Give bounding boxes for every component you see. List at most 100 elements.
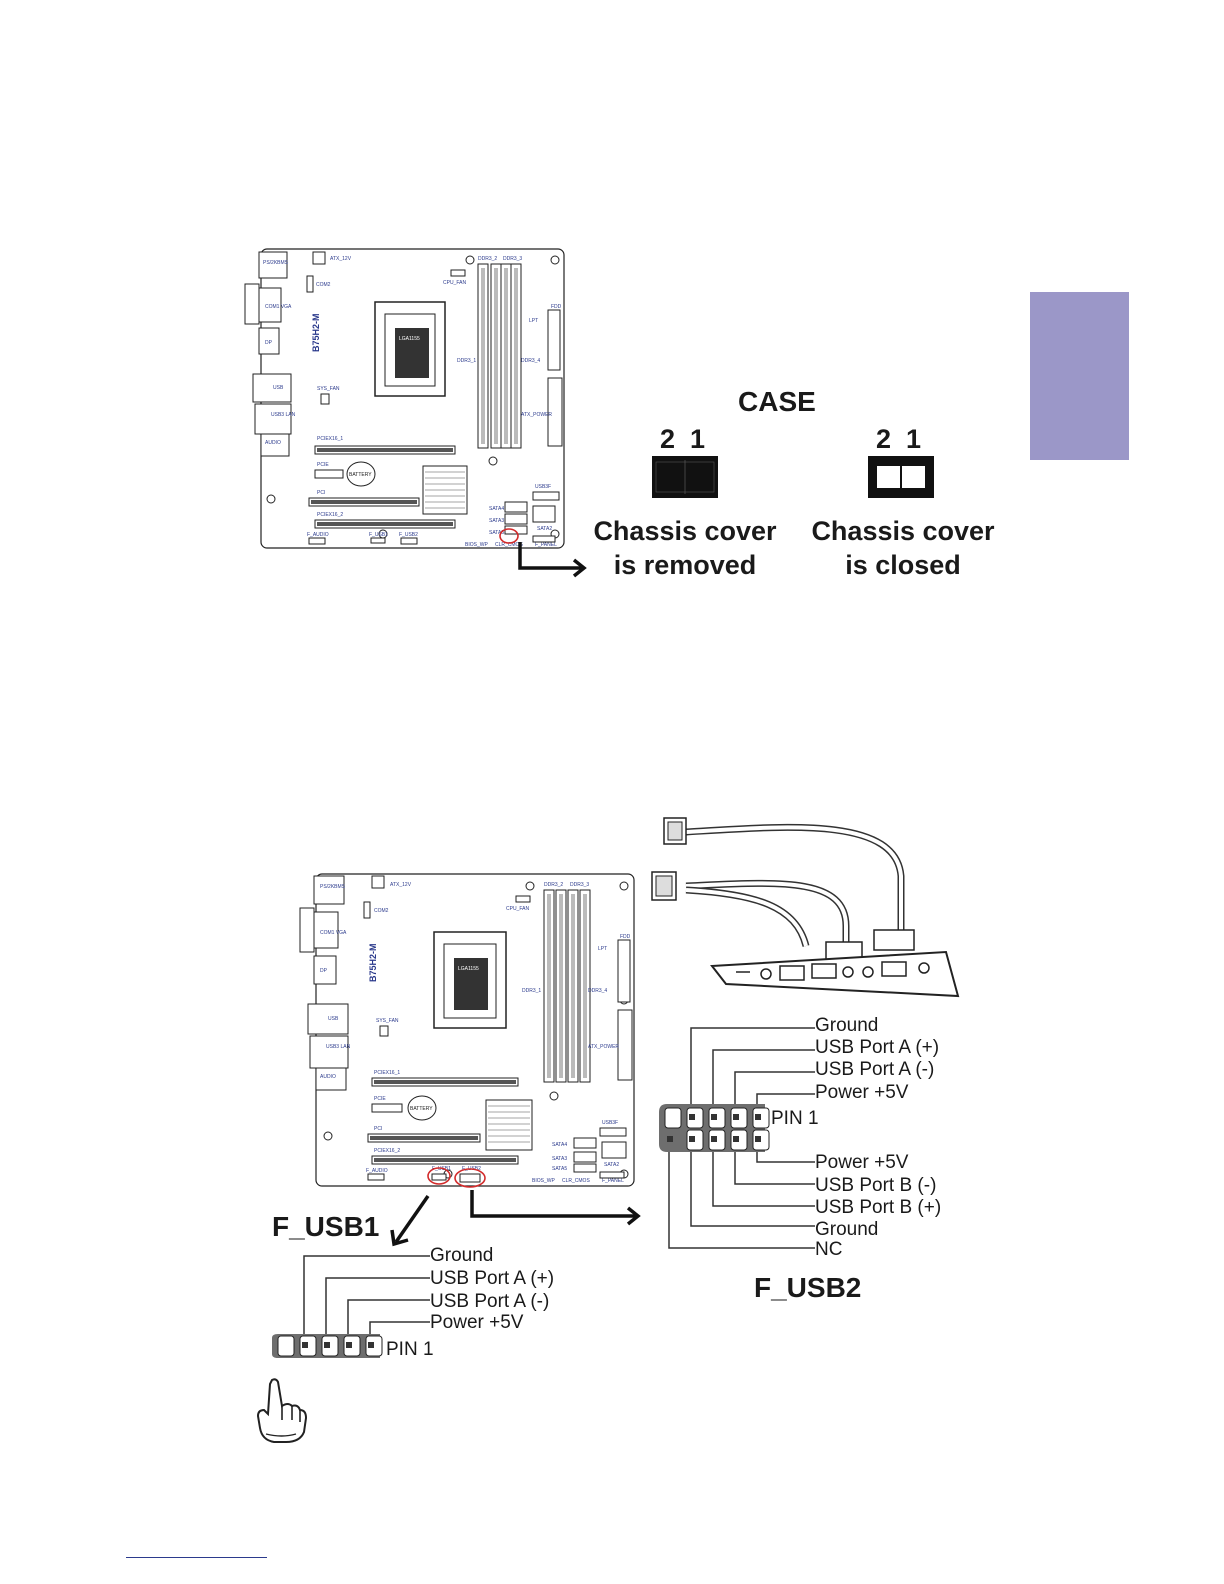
label-sata4-b: SATA4 xyxy=(552,1142,567,1148)
label-audio: AUDIO xyxy=(265,440,281,446)
f-usb1-pin1-label: PIN 1 xyxy=(386,1339,434,1360)
label-sata2-b: SATA2 xyxy=(604,1162,619,1168)
label-ddr3-2-b: DDR3_2 xyxy=(544,882,563,888)
label-usb3f-b: USB3F xyxy=(602,1120,618,1126)
label-usb-b: USB xyxy=(328,1016,339,1022)
jumper-closed-icon xyxy=(868,456,934,498)
case-pins-closed: 2 1 xyxy=(876,424,922,454)
label-atx-power-b: ATX_POWER xyxy=(588,1044,619,1050)
label-pci: PCI xyxy=(317,490,325,496)
label-pcie16-1: PCIEX16_1 xyxy=(317,436,343,442)
label-pcie16-2: PCIEX16_2 xyxy=(317,512,343,518)
state-closed-text: Chassis cover is closed xyxy=(796,514,1010,582)
label-clr-cmos: CLR_CMOS xyxy=(495,542,523,548)
f-usb2-bottom-pin-2: USB Port B (-) xyxy=(815,1175,937,1196)
label-fdd: FDD xyxy=(551,304,562,310)
f-usb2-bottom-pin-4: Ground xyxy=(815,1219,879,1240)
label-atx12v-b: ATX_12V xyxy=(390,882,412,888)
f-usb2-top-pin-4: Power +5V xyxy=(815,1082,909,1103)
label-atx-power: ATX_POWER xyxy=(521,412,552,418)
label-bios-wp: BIOS_WP xyxy=(465,542,488,548)
label-f-audio: F_AUDIO xyxy=(307,532,329,538)
state-closed-line2: is closed xyxy=(845,550,961,580)
label-sata3-b: SATA3 xyxy=(552,1156,567,1162)
board-model-b: B75H2-M xyxy=(368,943,378,982)
f-usb2-bottom-pin-3: USB Port B (+) xyxy=(815,1197,942,1218)
label-usb3f: USB3F xyxy=(535,484,551,490)
pointing-hand-icon xyxy=(256,1378,308,1443)
label-ddr3-1: DDR3_1 xyxy=(457,358,476,364)
f-usb2-highlight xyxy=(454,1168,486,1188)
f-usb1-pin-3: USB Port A (-) xyxy=(430,1291,550,1312)
label-pcie16-2-b: PCIEX16_2 xyxy=(374,1148,400,1154)
chapter-tab xyxy=(1030,292,1129,460)
label-com1-vga: COM1 VGA xyxy=(265,304,292,310)
label-pcie16-1-b: PCIEX16_1 xyxy=(374,1070,400,1076)
case-pins-removed: 2 1 xyxy=(660,424,706,454)
label-f-audio-b: F_AUDIO xyxy=(366,1168,388,1174)
label-sata5-b: SATA5 xyxy=(552,1166,567,1172)
label-cpu-fan: CPU_FAN xyxy=(443,280,466,286)
label-sata2: SATA2 xyxy=(537,526,552,532)
label-sys-fan-b: SYS_FAN xyxy=(376,1018,399,1024)
footer-rule xyxy=(126,1557,267,1558)
label-lpt-b: LPT xyxy=(598,946,607,952)
label-battery-b: BATTERY xyxy=(410,1106,433,1112)
label-f-usb1: F_USB1 xyxy=(369,532,388,538)
label-f-panel: F_PANEL xyxy=(535,542,557,548)
label-atx12v: ATX_12V xyxy=(330,256,352,262)
f-usb1-pin-1: Ground xyxy=(430,1245,494,1266)
board-model: B75H2-M xyxy=(311,313,321,352)
label-socket: LGA1155 xyxy=(399,336,420,342)
state-removed-line1: Chassis cover xyxy=(593,516,777,546)
label-com2-b: COM2 xyxy=(374,908,389,914)
label-ddr3-4: DDR3_4 xyxy=(521,358,540,364)
case-arrow xyxy=(518,542,587,578)
f-usb1-title: F_USB1 xyxy=(272,1211,380,1242)
f-usb1-pin-2: USB Port A (+) xyxy=(430,1268,555,1289)
label-dp-b: DP xyxy=(320,968,328,974)
motherboard-diagram-top: PS/2KBMS ATX_12V COM2 COM1 VGA DP USB US… xyxy=(244,248,565,549)
state-removed-line2: is removed xyxy=(613,550,757,580)
label-ddr3-3-b: DDR3_3 xyxy=(570,882,589,888)
label-usb-lan-b: USB3 LAN xyxy=(326,1044,351,1050)
label-sata3: SATA3 xyxy=(489,518,504,524)
label-pcie1: PCIE xyxy=(317,462,329,468)
f-usb2-bottom-pin-1: Power +5V xyxy=(815,1152,909,1173)
f-usb2-title: F_USB2 xyxy=(754,1272,862,1303)
label-cpu-fan-b: CPU_FAN xyxy=(506,906,529,912)
label-audio-b: AUDIO xyxy=(320,1074,336,1080)
f-usb2-top-pin-2: USB Port A (+) xyxy=(815,1037,940,1058)
jumper-removed-icon xyxy=(652,456,718,498)
case-title: CASE xyxy=(738,386,816,417)
label-sata4: SATA4 xyxy=(489,506,504,512)
label-usb: USB xyxy=(273,385,284,391)
label-battery: BATTERY xyxy=(349,472,372,478)
label-bios-wp-b: BIOS_WP xyxy=(532,1178,555,1184)
label-fdd-b: FDD xyxy=(620,934,631,940)
label-ps2-b: PS/2KBMS xyxy=(320,884,346,890)
label-f-usb2: F_USB2 xyxy=(399,532,418,538)
label-usb-lan: USB3 LAN xyxy=(271,412,296,418)
f-usb2-arrow xyxy=(470,1190,641,1226)
f-usb2-top-pin-3: USB Port A (-) xyxy=(815,1059,935,1080)
motherboard-diagram-bottom: PS/2KBMS ATX_12V COM2 COM1 VGA DP USB US… xyxy=(299,873,635,1188)
label-ps2: PS/2KBMS xyxy=(263,260,289,266)
label-sata5: SATA5 xyxy=(489,530,504,536)
label-dp: DP xyxy=(265,340,273,346)
label-ddr3-4-b: DDR3_4 xyxy=(588,988,607,994)
label-com2: COM2 xyxy=(316,282,331,288)
f-usb2-pin-diagram xyxy=(659,1027,815,1249)
label-pci-b: PCI xyxy=(374,1126,382,1132)
f-usb2-top-pin-1: Ground xyxy=(815,1015,879,1036)
usb-bracket-illustration xyxy=(651,817,960,998)
case-header-highlight xyxy=(499,528,519,544)
label-socket-b: LGA1155 xyxy=(458,966,479,972)
f-usb2-bottom-pin-5: NC xyxy=(815,1239,843,1260)
f-usb1-arrow xyxy=(390,1195,430,1247)
label-ddr3-2: DDR3_2 xyxy=(478,256,497,262)
state-closed-line1: Chassis cover xyxy=(811,516,995,546)
f-usb1-pin-diagram xyxy=(272,1255,430,1358)
f-usb1-highlight xyxy=(427,1167,451,1185)
f-usb1-pin-4: Power +5V xyxy=(430,1312,524,1333)
